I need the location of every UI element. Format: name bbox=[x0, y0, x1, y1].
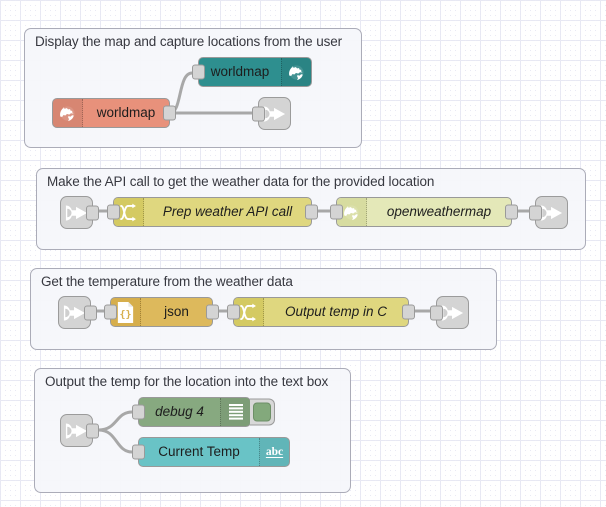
link-out-icon bbox=[440, 302, 465, 324]
group-label: Display the map and capture locations fr… bbox=[35, 34, 343, 49]
link-out-icon bbox=[539, 202, 564, 224]
input-port[interactable] bbox=[252, 106, 265, 121]
node-label: worldmap bbox=[96, 105, 156, 121]
input-port[interactable] bbox=[227, 304, 240, 320]
output-port[interactable] bbox=[305, 204, 318, 220]
output-port[interactable] bbox=[505, 204, 518, 220]
node-current-temp[interactable]: Current Temp abc bbox=[132, 437, 290, 467]
group-display-map[interactable]: Display the map and capture locations fr… bbox=[24, 28, 362, 148]
node-label: json bbox=[164, 304, 189, 320]
group-label: Get the temperature from the weather dat… bbox=[41, 274, 293, 289]
svg-text:{}: {} bbox=[119, 309, 131, 320]
input-port[interactable] bbox=[132, 444, 145, 460]
link-in-icon bbox=[62, 302, 87, 324]
output-port[interactable] bbox=[84, 305, 97, 320]
output-port[interactable] bbox=[206, 304, 219, 320]
node-worldmap-in[interactable]: worldmap bbox=[52, 98, 176, 128]
node-output-temp-in-c[interactable]: Output temp in C bbox=[227, 297, 415, 327]
node-label: openweathermap bbox=[386, 204, 492, 220]
input-port[interactable] bbox=[430, 305, 443, 320]
node-label: Current Temp bbox=[158, 444, 240, 460]
input-port[interactable] bbox=[107, 204, 120, 220]
debug-lines-icon bbox=[220, 398, 250, 426]
output-port[interactable] bbox=[86, 205, 99, 220]
globe-icon bbox=[281, 58, 311, 86]
node-openweathermap[interactable]: openweathermap bbox=[330, 197, 518, 227]
input-port[interactable] bbox=[529, 205, 542, 220]
node-worldmap-out[interactable]: worldmap bbox=[192, 57, 312, 87]
group-label: Make the API call to get the weather dat… bbox=[47, 174, 435, 189]
node-label: Output temp in C bbox=[284, 304, 388, 320]
output-port[interactable] bbox=[86, 423, 99, 438]
node-label: Prep weather API call bbox=[162, 204, 293, 220]
globe-icon bbox=[53, 99, 83, 127]
node-label: worldmap bbox=[210, 64, 270, 80]
link-in-4[interactable] bbox=[60, 414, 99, 447]
output-port[interactable] bbox=[402, 304, 415, 320]
link-in-icon bbox=[64, 202, 89, 224]
abc-icon: abc bbox=[259, 438, 289, 466]
link-out-icon bbox=[262, 103, 287, 125]
node-prep-weather-api-call[interactable]: Prep weather API call bbox=[107, 197, 318, 227]
node-debug-4[interactable]: debug 4 bbox=[132, 397, 275, 427]
input-port[interactable] bbox=[104, 304, 117, 320]
input-port[interactable] bbox=[132, 404, 145, 420]
input-port[interactable] bbox=[330, 204, 343, 220]
link-in-3[interactable] bbox=[58, 296, 97, 329]
debug-toggle-button[interactable] bbox=[250, 398, 275, 426]
debug-toggle-indicator bbox=[253, 402, 271, 422]
link-in-2[interactable] bbox=[60, 196, 99, 229]
link-out-3[interactable] bbox=[430, 296, 469, 329]
node-label: debug 4 bbox=[155, 404, 204, 420]
link-out-1[interactable] bbox=[252, 97, 291, 130]
link-in-icon bbox=[64, 420, 89, 442]
link-out-2[interactable] bbox=[529, 196, 568, 229]
change-icon bbox=[234, 298, 264, 326]
node-json[interactable]: {} json bbox=[104, 297, 219, 327]
input-port[interactable] bbox=[192, 64, 205, 80]
output-port[interactable] bbox=[163, 105, 176, 121]
group-output-temp[interactable]: Output the temp for the location into th… bbox=[34, 368, 351, 493]
group-label: Output the temp for the location into th… bbox=[45, 374, 329, 389]
